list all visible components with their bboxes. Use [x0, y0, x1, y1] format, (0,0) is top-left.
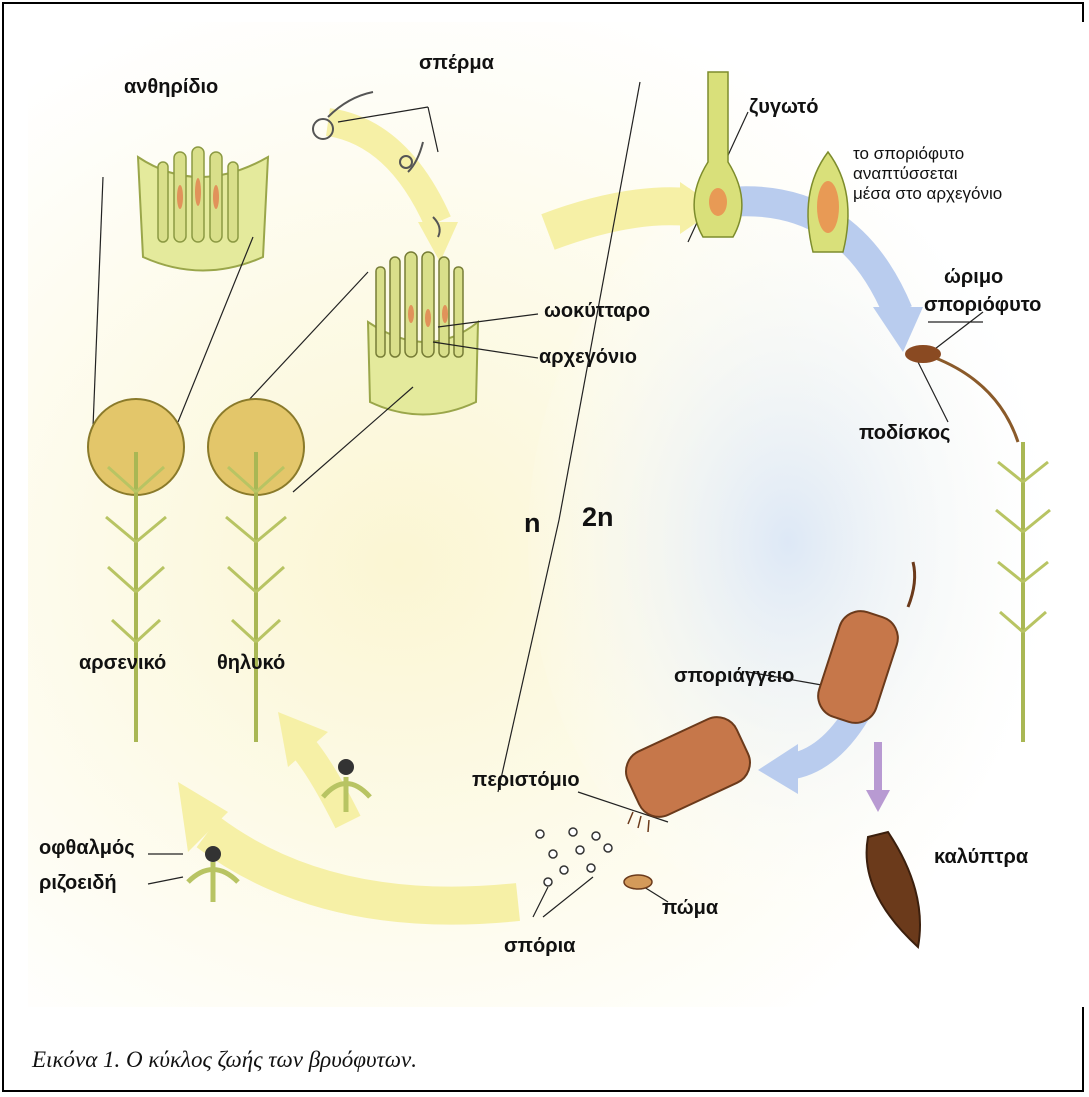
figure-caption: Εικόνα 1. Ο κύκλος ζωής των βρυόφυτων.	[32, 1047, 417, 1073]
calyptra-label: καλύπτρα	[934, 846, 1028, 869]
archegonium-drawing	[368, 252, 478, 415]
sporophyte-note-line1: το σποριόφυτο	[853, 144, 964, 164]
seta-label: ποδίσκος	[859, 422, 950, 445]
diploid-background	[528, 182, 1048, 902]
archegonium-label: αρχεγόνιο	[539, 346, 637, 369]
egg-cell-label: ωοκύτταρο	[544, 300, 650, 323]
sporangium-label: σποριάγγειο	[674, 665, 794, 688]
peristome-label: περιστόμιο	[472, 769, 580, 792]
lid-label: πώμα	[662, 897, 718, 920]
spores-label: σπόρια	[504, 935, 575, 958]
sperm-label: σπέρμα	[419, 52, 494, 75]
haploid-label: n	[524, 508, 541, 539]
sporophyte-label: σποριόφυτο	[924, 294, 1041, 317]
lid-drawing	[624, 875, 652, 889]
sporophyte-note-line2: αναπτύσσεται	[853, 164, 958, 184]
mature-label: ώριμο	[944, 266, 1003, 289]
sporophyte-note-line3: μέσα στο αρχεγόνιο	[853, 184, 1002, 204]
male-label: αρσενικό	[79, 652, 166, 675]
female-label: θηλυκό	[217, 652, 285, 675]
diploid-label: 2n	[582, 502, 614, 533]
bud-label: οφθαλμός	[39, 837, 135, 860]
antheridium-label: ανθηρίδιο	[124, 76, 218, 99]
rhizoids-label: ριζοειδή	[39, 872, 117, 895]
zygote-label: ζυγωτό	[749, 96, 818, 119]
